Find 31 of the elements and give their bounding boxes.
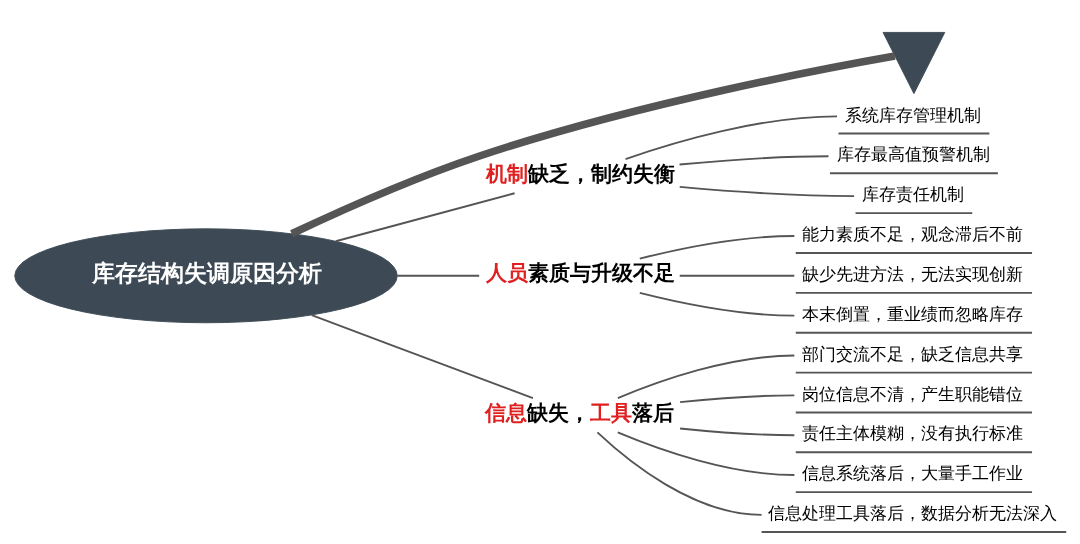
- node-text: 本末倒置，重业绩而忽略库存: [801, 303, 1023, 324]
- node-text: 缺少先进方法，无法实现创新: [801, 263, 1023, 284]
- connector: [678, 427, 795, 437]
- connector: [678, 155, 829, 166]
- connector: [310, 314, 534, 400]
- connector: [678, 185, 855, 198]
- node-text: 信息系统落后，大量手工作业: [801, 463, 1023, 484]
- connector: [678, 394, 795, 404]
- node-tail: [882, 31, 945, 95]
- node-text: 信息缺失，工具落后: [484, 400, 674, 425]
- node-text: 库存责任机制: [861, 184, 964, 205]
- connector: [678, 274, 795, 277]
- node-text: 部门交流不足，缺乏信息共享: [801, 343, 1023, 364]
- node-text: 岗位信息不清，产生职能错位: [801, 383, 1023, 404]
- connector: [638, 292, 795, 317]
- node-text: 机制缺乏，制约失衡: [485, 161, 675, 186]
- connector: [289, 52, 896, 238]
- node-ellipse: 库存结构失调原因分析: [13, 228, 398, 324]
- node-text: 信息处理工具落后，数据分析无法深入: [767, 503, 1057, 524]
- connector: [334, 192, 516, 243]
- connector: [624, 115, 838, 160]
- node-text: 系统库存管理机制: [844, 104, 981, 125]
- node-text: 能力素质不足，观念滞后不前: [801, 224, 1023, 245]
- connector: [616, 431, 795, 476]
- node-text: 人员素质与升级不足: [485, 261, 675, 286]
- node-text: 库存最高值预警机制: [836, 144, 990, 165]
- connector: [595, 431, 763, 516]
- node-text: 责任主体模糊，没有执行标准: [801, 423, 1023, 444]
- connector: [638, 235, 795, 260]
- connector: [616, 354, 795, 400]
- connector: [395, 274, 480, 277]
